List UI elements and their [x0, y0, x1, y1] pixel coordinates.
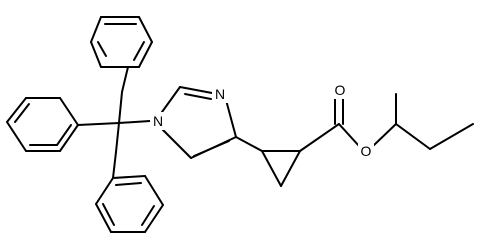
ring-left-bond — [6, 97, 27, 123]
trityl-bond — [121, 66, 129, 93]
ring-top-bond — [138, 16, 153, 43]
ring-left-inner-bond — [14, 103, 30, 123]
ester-bond — [299, 123, 340, 152]
ester-oxygen-label: O — [361, 143, 372, 159]
cyclopropane-bond — [280, 150, 301, 187]
imidazole-n1-bg — [150, 112, 166, 130]
linker-bond — [235, 136, 263, 152]
cyclopropane-bond — [261, 150, 282, 187]
ester-oxygen-bg — [358, 142, 374, 160]
ring-top-bond — [90, 16, 102, 43]
imidazole-bond — [179, 86, 213, 94]
imidazole-bond — [225, 99, 237, 138]
ring-bottom-bond — [112, 175, 146, 179]
ring-top-bond — [90, 41, 102, 68]
imidazole-bond — [162, 129, 192, 159]
ring-bottom-inner-bond — [102, 203, 115, 226]
imidazole-n1-label: N — [153, 113, 163, 129]
carbonyl-oxygen-label: O — [335, 82, 346, 98]
ring-left-bond — [59, 97, 79, 126]
ring-bottom-bond — [95, 177, 114, 205]
atom-label-layer: N N O O — [150, 81, 374, 160]
ring-bottom-bond — [144, 204, 164, 233]
ring-bottom-inner-bond — [141, 205, 155, 226]
imidazole-inner-bond — [193, 140, 230, 157]
alkyl-bond — [429, 123, 474, 150]
ring-left-inner-bond — [56, 124, 72, 146]
carbonyl-oxygen-bg — [332, 81, 348, 99]
ring-bottom-bond — [144, 175, 164, 206]
ring-bottom-bond — [95, 203, 112, 233]
bond-layer — [6, 16, 474, 233]
trityl-n-bond — [118, 120, 151, 124]
ring-top-inner-bond — [133, 41, 145, 61]
alkyl-bond — [395, 123, 431, 150]
trityl-bond — [118, 91, 123, 124]
ring-top-bond — [138, 41, 153, 68]
imidazole-n3-bg — [212, 85, 228, 103]
ester-bond — [372, 123, 397, 147]
ring-left-bond — [6, 121, 27, 152]
imidazole-inner-bond — [184, 93, 212, 100]
ring-bottom-inner-bond — [115, 182, 142, 186]
trityl-bond — [112, 151, 117, 179]
imidazole-bond — [161, 86, 181, 113]
ring-left-bond — [59, 124, 79, 152]
ring-top-inner-bond — [97, 41, 107, 57]
trityl-bond — [77, 122, 120, 126]
imidazole-n3-label: N — [215, 86, 225, 102]
trityl-bond — [115, 122, 120, 153]
ester-bond — [338, 123, 360, 147]
